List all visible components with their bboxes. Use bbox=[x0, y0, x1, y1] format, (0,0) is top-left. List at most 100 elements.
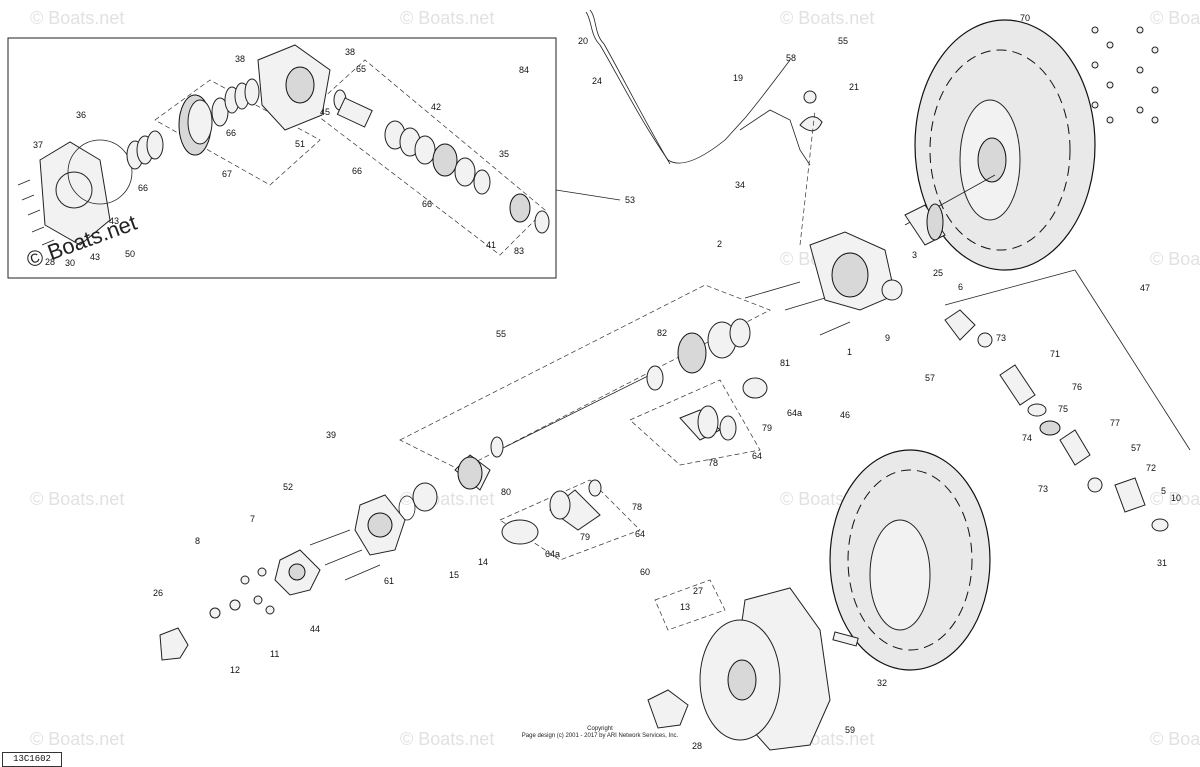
callout-53: 53 bbox=[625, 195, 635, 205]
callout-10: 10 bbox=[1171, 493, 1181, 503]
callout-19: 19 bbox=[733, 73, 743, 83]
callout-64a: 64a bbox=[545, 549, 560, 559]
o-ring bbox=[67, 139, 133, 205]
callout-5: 5 bbox=[1161, 486, 1166, 496]
callout-57: 57 bbox=[1131, 443, 1141, 453]
callout-66: 66 bbox=[226, 128, 236, 138]
lug-nuts-70 bbox=[1091, 26, 1159, 124]
callout-59: 59 bbox=[845, 725, 855, 735]
ring-gear bbox=[178, 94, 229, 156]
callout-25: 25 bbox=[933, 268, 943, 278]
watermark-text: © Boats.net bbox=[400, 729, 494, 749]
callout-28: 28 bbox=[692, 741, 702, 751]
callout-32: 32 bbox=[877, 678, 887, 688]
callout-81: 81 bbox=[780, 358, 790, 368]
callout-82: 82 bbox=[657, 328, 667, 338]
callout-35: 35 bbox=[499, 149, 509, 159]
callout-71: 71 bbox=[1050, 349, 1060, 359]
callout-75: 75 bbox=[1058, 404, 1068, 414]
callout-64: 64 bbox=[635, 529, 645, 539]
pinion-assembly bbox=[333, 89, 550, 234]
callout-24: 24 bbox=[592, 76, 602, 86]
callout-57: 57 bbox=[925, 373, 935, 383]
callout-55: 55 bbox=[838, 36, 848, 46]
clip bbox=[799, 116, 823, 132]
callout-38: 38 bbox=[235, 54, 245, 64]
lower-cv-axle: 14 15 80 bbox=[398, 454, 511, 580]
upper-cv-axle bbox=[904, 174, 996, 246]
callout-20: 20 bbox=[578, 36, 588, 46]
watermark-text: © Boats.net bbox=[400, 8, 494, 28]
callout-30: 30 bbox=[65, 258, 75, 268]
callout-34: 34 bbox=[735, 180, 745, 190]
callout-1: 1 bbox=[847, 347, 852, 357]
callout-50: 50 bbox=[125, 249, 135, 259]
watermark-text: © Boats.net bbox=[1150, 8, 1200, 28]
callout-14: 14 bbox=[478, 557, 488, 567]
callout-8: 8 bbox=[195, 536, 200, 546]
watermark-text: © Boats.net bbox=[30, 729, 124, 749]
callout-44: 44 bbox=[310, 624, 320, 634]
callout-42: 42 bbox=[431, 102, 441, 112]
callout-84: 84 bbox=[519, 65, 529, 75]
tire-lower-right: 46 bbox=[829, 410, 991, 671]
cv-boot-kit-upper: 64a 79 78 64 bbox=[629, 377, 802, 468]
callout-65: 65 bbox=[356, 64, 366, 74]
callout-66: 66 bbox=[422, 199, 432, 209]
callout-38: 38 bbox=[345, 47, 355, 57]
callout-74: 74 bbox=[1022, 433, 1032, 443]
callout-58: 58 bbox=[786, 53, 796, 63]
bearing-stack-left bbox=[126, 130, 164, 170]
callout-78: 78 bbox=[708, 458, 718, 468]
callout-64a: 64a bbox=[787, 408, 802, 418]
callout-39: 39 bbox=[326, 430, 336, 440]
callout-28: 28 bbox=[45, 257, 55, 267]
hub-knuckle: 39 52 7 61 8 26 44 11 12 bbox=[153, 430, 406, 675]
inset-bolts bbox=[17, 179, 55, 246]
callout-66: 66 bbox=[352, 166, 362, 176]
callout-73: 73 bbox=[1038, 484, 1048, 494]
callout-11: 11 bbox=[270, 649, 279, 659]
callout-79: 79 bbox=[580, 532, 590, 542]
callout-3: 3 bbox=[912, 250, 917, 260]
callout-52: 52 bbox=[283, 482, 293, 492]
callout-41: 41 bbox=[486, 240, 496, 250]
callout-37: 37 bbox=[33, 140, 43, 150]
callout-27: 27 bbox=[693, 586, 703, 596]
callout-6: 6 bbox=[958, 282, 963, 292]
callout-61: 61 bbox=[384, 576, 394, 586]
callout-76: 76 bbox=[1072, 382, 1082, 392]
copyright-line2: Page design (c) 2001 - 2017 by ARI Netwo… bbox=[521, 733, 679, 739]
differential-inset: © Boats.net 37 36 66 67 66 38 38 65 45 5… bbox=[7, 37, 635, 279]
tire-upper-right: 70 bbox=[914, 13, 1159, 271]
callout-72: 72 bbox=[1146, 463, 1156, 473]
callout-31: 31 bbox=[1157, 558, 1167, 568]
bearing-stack-mid bbox=[224, 78, 260, 114]
callout-43: 43 bbox=[109, 216, 119, 226]
callout-70: 70 bbox=[1020, 13, 1030, 23]
cv-boot-kit-lower: 78 79 64 64a bbox=[499, 479, 645, 561]
callout-55: 55 bbox=[496, 329, 506, 339]
callout-12: 12 bbox=[230, 665, 240, 675]
copyright-notice: Copyright Page design (c) 2001 - 2017 by… bbox=[470, 726, 730, 740]
wheel-rim: 60 27 13 32 59 28 bbox=[640, 567, 887, 751]
callout-73: 73 bbox=[996, 333, 1006, 343]
callout-9: 9 bbox=[885, 333, 890, 343]
callout-21: 21 bbox=[849, 82, 859, 92]
diagram-code: 13C1602 bbox=[2, 752, 62, 767]
callout-66: 66 bbox=[138, 183, 148, 193]
gearbox-housing: 2 3 25 6 9 1 bbox=[717, 109, 963, 357]
u-joint-stack: 47 73 57 71 76 75 74 77 57 72 73 5 10 31 bbox=[925, 269, 1191, 568]
brake-line-assembly: 20 24 19 34 58 55 21 bbox=[578, 9, 859, 190]
watermark-text: © Boats.net bbox=[780, 8, 874, 28]
callout-45: 45 bbox=[320, 107, 330, 117]
callout-26: 26 bbox=[153, 588, 163, 598]
callout-36: 36 bbox=[76, 110, 86, 120]
callout-60: 60 bbox=[640, 567, 650, 577]
callout-67: 67 bbox=[222, 169, 232, 179]
callout-80: 80 bbox=[501, 487, 511, 497]
callout-46: 46 bbox=[840, 410, 850, 420]
callout-13: 13 bbox=[680, 602, 690, 612]
